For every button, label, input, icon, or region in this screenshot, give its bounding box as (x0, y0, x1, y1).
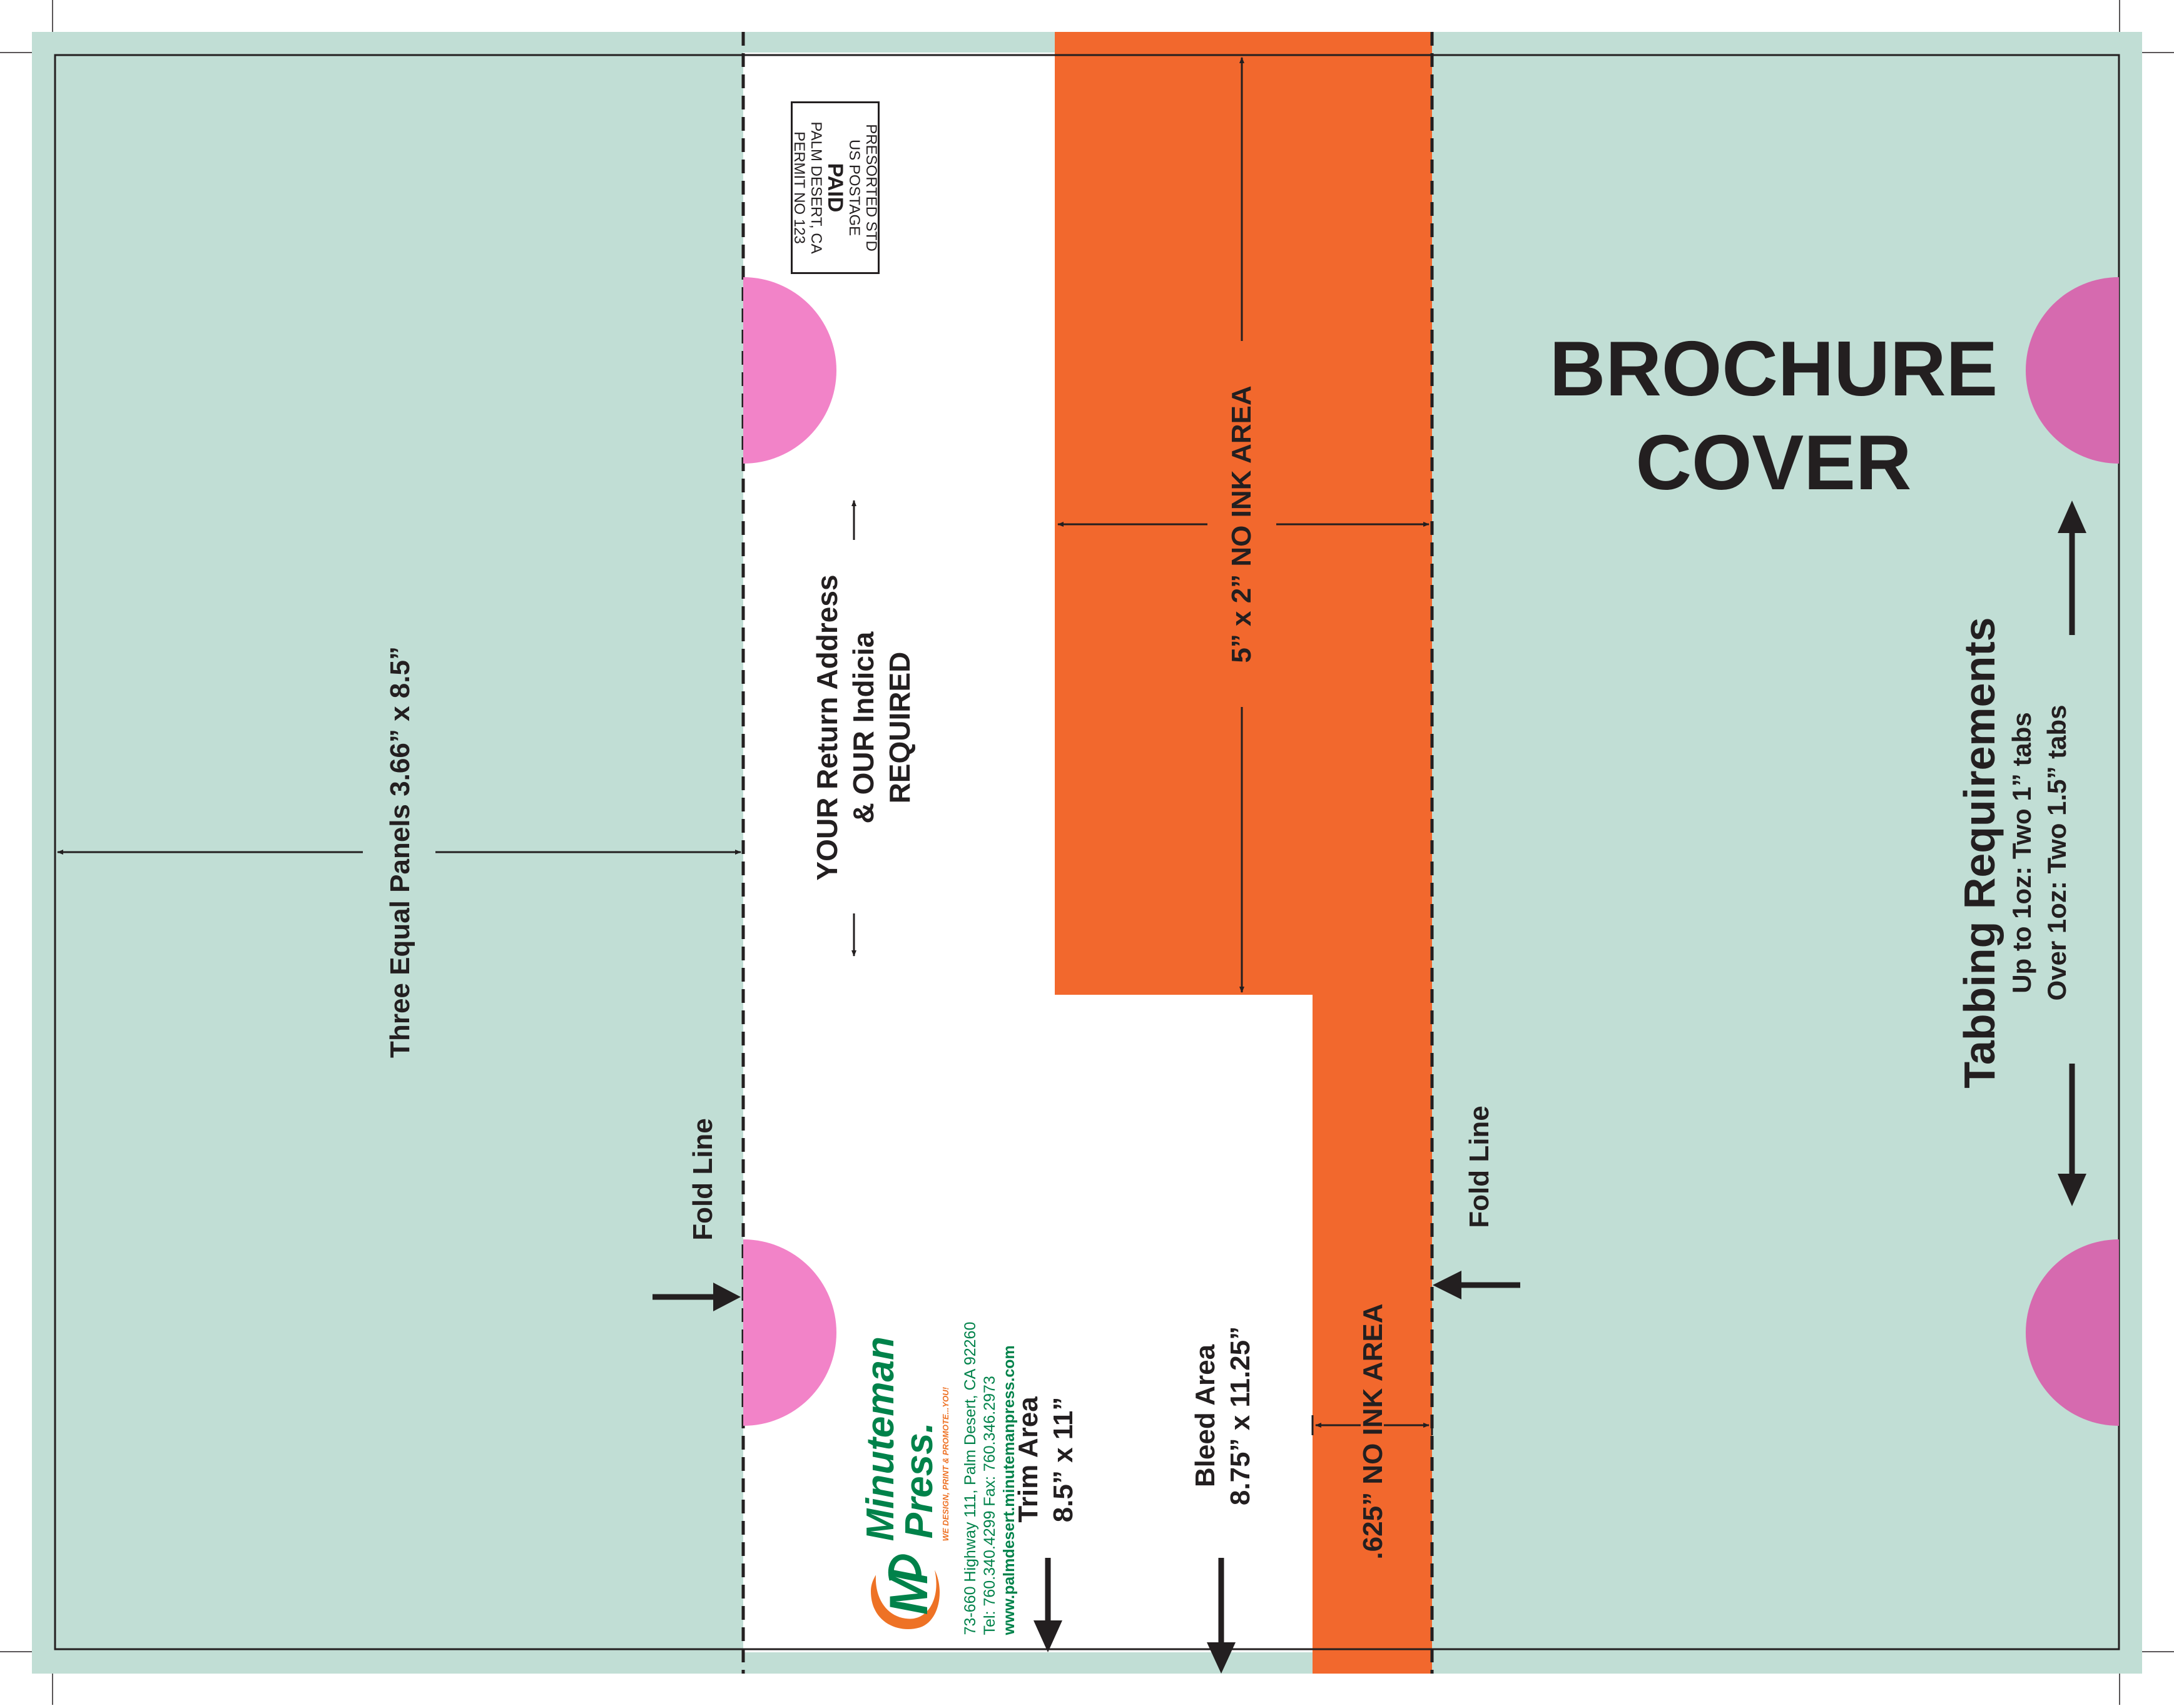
tab-circle-top-left (743, 277, 836, 464)
svg-text:M: M (879, 1568, 939, 1615)
postage-indicia-text: PRESORTED STD US POSTAGE PAID PALM DESER… (791, 121, 880, 253)
brand-wordmark: Minuteman Press. WE DESIGN, PRINT & PROM… (859, 1336, 950, 1542)
cover-title-line-1: BROCHURE (1549, 326, 1998, 412)
minuteman-press-branding: M Minuteman Press. WE DESIGN, PRINT & PR… (859, 1322, 1019, 1635)
panel-dimension-label: Three Equal Panels 3.66” x 8.5” (385, 646, 415, 1058)
no-ink-area-main (1055, 32, 1432, 1674)
fold-line-label-left: Fold Line (688, 1118, 718, 1241)
no-ink-strip-dimension (1311, 1415, 1433, 1435)
tab-circle-bottom-left (743, 1239, 836, 1426)
brand-phone-fax: Tel: 760.340.4299 Fax: 760.346.2973 (981, 1376, 998, 1635)
trim-bleed-arrowheads (1034, 1620, 1236, 1674)
brand-tagline: WE DESIGN, PRINT & PROMOTE...YOU! (941, 1387, 950, 1542)
bleed-area-title: Bleed Area (1190, 1344, 1221, 1488)
trim-area-size: 8.5” x 11” (1048, 1396, 1079, 1523)
brand-logo-row: M Minuteman Press. WE DESIGN, PRINT & PR… (859, 1336, 950, 1635)
tab-circle-bottom-right (2026, 1239, 2119, 1426)
no-ink-main-dimension (1057, 57, 1430, 993)
tab-circle-top-right (2026, 277, 2119, 464)
indicia-line-presorted: PRESORTED STD (863, 124, 880, 252)
postage-indicia-box: PRESORTED STD US POSTAGE PAID PALM DESER… (791, 101, 880, 274)
tabbing-title: Tabbing Requirements (1955, 617, 2004, 1089)
trim-line (54, 54, 2120, 1650)
return-address-line-3: REQUIRED (883, 651, 916, 804)
brochure-cover-title: BROCHURE COVER (1550, 322, 1998, 510)
brand-name-line-1: Minuteman (859, 1336, 902, 1542)
bleed-area-label: Bleed Area 8.75” x 11.25” (1188, 1326, 1258, 1505)
indicia-line-postage: US POSTAGE (846, 139, 863, 236)
brand-website[interactable]: www.palmdesert.minutemanpress.com (1000, 1345, 1018, 1635)
indicia-line-permit: PERMIT NO 123 (791, 131, 808, 244)
fold-line-pointer-arrows (653, 1282, 1520, 1300)
indicia-line-city: PALM DESERT, CA (808, 121, 825, 254)
fold-line-pointer-heads (713, 1271, 1461, 1311)
trim-bleed-arrows (1045, 1558, 1224, 1645)
tabbing-rule-2: Over 1oz: Two 1.5” tabs (2042, 704, 2071, 1001)
brand-address: 73-660 Highway 111, Palm Desert, CA 9226… (962, 1321, 979, 1635)
no-ink-area-main-label: 5” x 2” NO INK AREA (1226, 385, 1257, 663)
brand-contact-info: 73-660 Highway 111, Palm Desert, CA 9226… (961, 1322, 1019, 1635)
tabbing-rule-1: Up to 1oz: Two 1” tabs (2007, 712, 2036, 994)
return-address-note: YOUR Return Address & OUR Indicia REQUIR… (809, 574, 918, 880)
bleed-area-size: 8.75” x 11.25” (1225, 1326, 1256, 1506)
brand-name-line-2: Press. (898, 1422, 941, 1539)
indicia-line-paid: PAID (823, 163, 847, 213)
return-address-line-1: YOUR Return Address (811, 574, 843, 881)
mail-panel-white-lower (1055, 995, 1313, 1652)
cover-title-line-2: COVER (1635, 420, 1912, 506)
minuteman-m-swoosh-icon: M (867, 1547, 945, 1635)
fold-line-label-right: Fold Line (1464, 1106, 1495, 1228)
tabbing-arrowheads (2058, 501, 2086, 1206)
return-address-line-2: & OUR Indicia (847, 631, 880, 824)
no-ink-area-strip-label: .625” NO INK AREA (1358, 1303, 1388, 1560)
trim-area-label: Trim Area 8.5” x 11” (1011, 1396, 1081, 1522)
tabbing-requirements: Tabbing Requirements Up to 1oz: Two 1” t… (1954, 617, 2075, 1088)
